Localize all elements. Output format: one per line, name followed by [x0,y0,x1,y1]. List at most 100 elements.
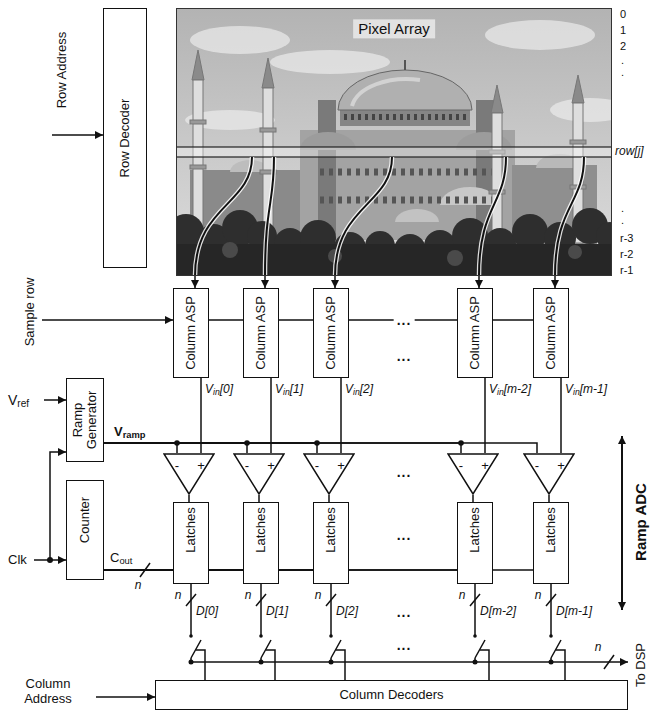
node-text: Row Decoder [118,99,133,178]
circle-part [259,660,264,665]
asp-box: Column ASP [313,288,349,378]
node-text: Column ASP [254,296,269,370]
circle-part [568,245,582,259]
node-text: + [267,458,275,473]
signal-label: . [621,54,624,67]
path-part [572,75,584,103]
path-part [262,58,274,88]
circle-part [47,557,53,563]
signal-connector [270,378,272,453]
symbol-letter: C [110,550,119,565]
path-part [604,655,614,669]
signal-label: D[1] [266,605,288,619]
counter-box: Counter [66,480,104,580]
node-text: Latches [468,507,483,553]
path-part [335,157,392,276]
path-part [491,85,503,113]
circle-part [329,634,333,638]
subscript: in [353,387,360,397]
line-part [320,197,500,204]
signal-connector [194,276,196,288]
signal-connector [200,378,202,453]
node-text: Column Decoders [339,688,443,703]
path-part [555,157,584,276]
signal-label: n [175,589,182,603]
comparator-outline [523,453,575,495]
path-part [192,50,204,80]
rect-part [176,8,612,276]
node-text: Latches [544,507,559,553]
signal-label: n [459,589,466,603]
signal-label: 1 [620,24,626,37]
path-part [173,319,569,321]
symbol-letter: V [489,382,497,396]
node-text: + [557,458,565,473]
circle-part [189,660,194,665]
latch-box: Latches [173,502,209,584]
path-part [195,157,252,276]
comparator-symbol: -+ [163,453,215,495]
signal-name: Vin[m-1] [565,383,607,397]
signal-label: r-2 [620,248,633,261]
signal-connector [554,276,556,288]
latch-box: Latches [313,502,349,584]
g-part [176,208,612,276]
signal-connector [334,276,336,288]
comparator-outline [447,453,499,495]
symbol-letter: V [275,382,283,396]
circle-part [329,660,334,665]
asp-box: Column ASP [533,288,569,378]
signal-name: Vin[m-2] [489,383,531,397]
index-text: [0] [220,382,233,396]
path-part [44,399,66,401]
path-part [50,452,66,560]
comparator-symbol: -+ [233,453,285,495]
ramp-generator-box: Ramp Generator [66,378,104,462]
circle-part [549,660,554,665]
path-part [195,157,252,276]
rect-part [190,165,206,169]
pixel-photo [176,8,612,276]
symbol-letter: V [565,382,573,396]
node-text: Latches [254,507,269,553]
index-text: [m-2] [504,382,531,396]
side-label: Row Address [55,32,70,109]
rect-part [260,128,276,132]
comparator-outline [233,453,285,495]
signal-connector [548,495,550,502]
path-part [96,696,155,698]
rect-part [176,147,612,157]
latch-box: Latches [533,502,569,584]
circle-part [447,250,463,266]
signal-label: n [245,589,252,603]
node-text: - [245,458,249,473]
node-text: - [175,458,179,473]
signal-connector [104,443,177,453]
signal-label: r-3 [620,232,633,245]
node-text: Counter [78,497,93,543]
subscript: ref [17,398,29,409]
path-part [335,157,392,276]
signal-label: Vref [8,392,29,408]
path-part [265,157,274,276]
symbol-letter: V [345,382,353,396]
signal-label: D[2] [336,605,358,619]
comparator-triangle [448,454,498,494]
path-part [196,650,565,680]
signal-connector [560,378,562,453]
comparator-symbol: -+ [447,453,499,495]
line-part [320,169,500,176]
ellipse-part [270,50,390,74]
comparator-triangle [234,454,284,494]
signal-label: 0 [620,8,626,21]
g-part [195,157,584,276]
side-label: To DSP [634,643,649,687]
signal-name: Vramp [114,425,146,440]
signal-connector [478,276,480,288]
circle-part [473,634,477,638]
ellipsis-mark: ... [394,349,415,363]
ellipse-part [190,26,290,54]
path-part [338,70,472,110]
